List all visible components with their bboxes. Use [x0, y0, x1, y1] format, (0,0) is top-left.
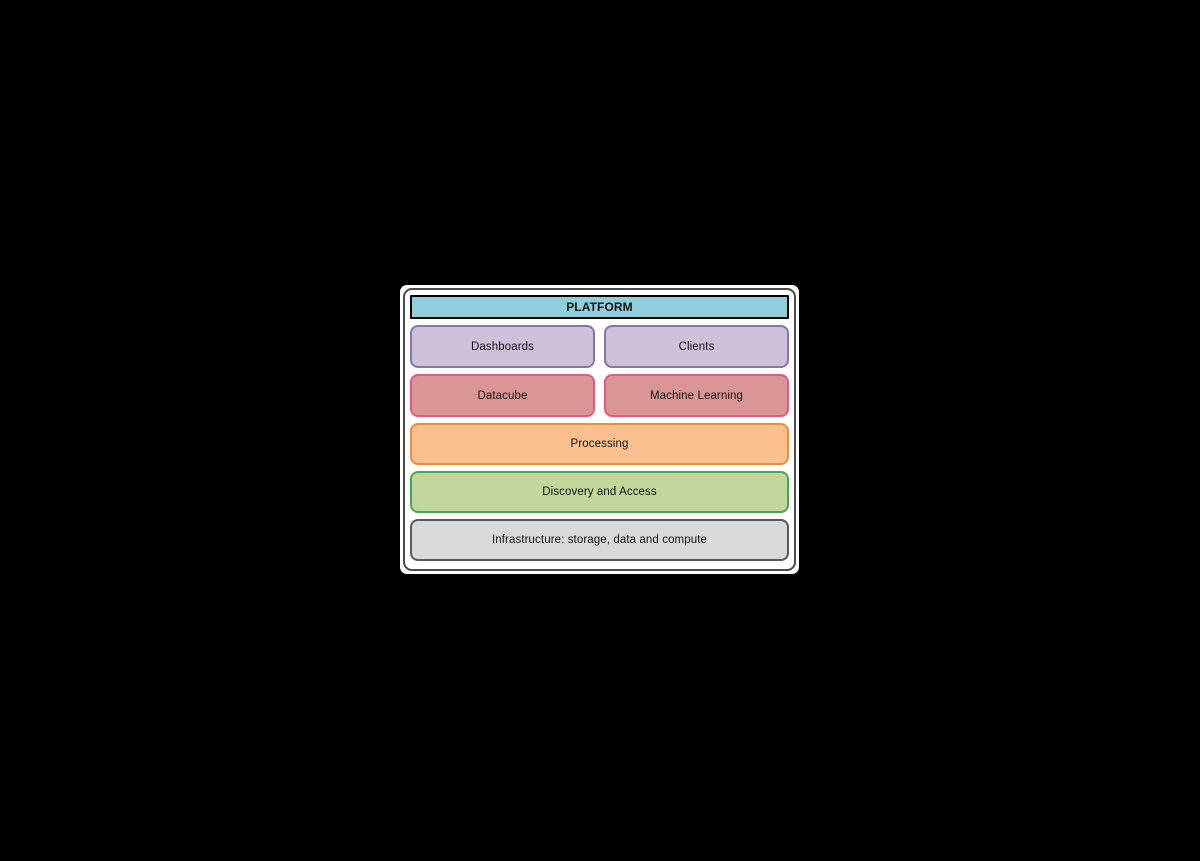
platform-label: PLATFORM: [566, 300, 633, 314]
box-processing: Processing: [410, 423, 789, 465]
platform-diagram-panel: PLATFORM Dashboards Clients Datacube Mac…: [400, 285, 799, 574]
layer-row-services: Datacube Machine Learning: [410, 374, 789, 417]
box-datacube: Datacube: [410, 374, 595, 417]
layer-row-apps: Dashboards Clients: [410, 325, 789, 368]
box-discovery-and-access: Discovery and Access: [410, 471, 789, 513]
box-clients: Clients: [604, 325, 789, 368]
box-dashboards: Dashboards: [410, 325, 595, 368]
diagram-frame: PLATFORM Dashboards Clients Datacube Mac…: [403, 288, 796, 571]
processing-label: Processing: [570, 438, 629, 450]
layer-platform: PLATFORM: [410, 295, 789, 319]
clients-label: Clients: [678, 340, 715, 353]
machine-learning-label: Machine Learning: [649, 389, 744, 402]
datacube-label: Datacube: [477, 389, 528, 402]
dashboards-label: Dashboards: [470, 340, 534, 353]
infrastructure-label: Infrastructure: storage, data and comput…: [491, 534, 708, 546]
discovery-and-access-label: Discovery and Access: [542, 486, 657, 498]
box-machine-learning: Machine Learning: [604, 374, 789, 417]
box-infrastructure: Infrastructure: storage, data and comput…: [410, 519, 789, 561]
